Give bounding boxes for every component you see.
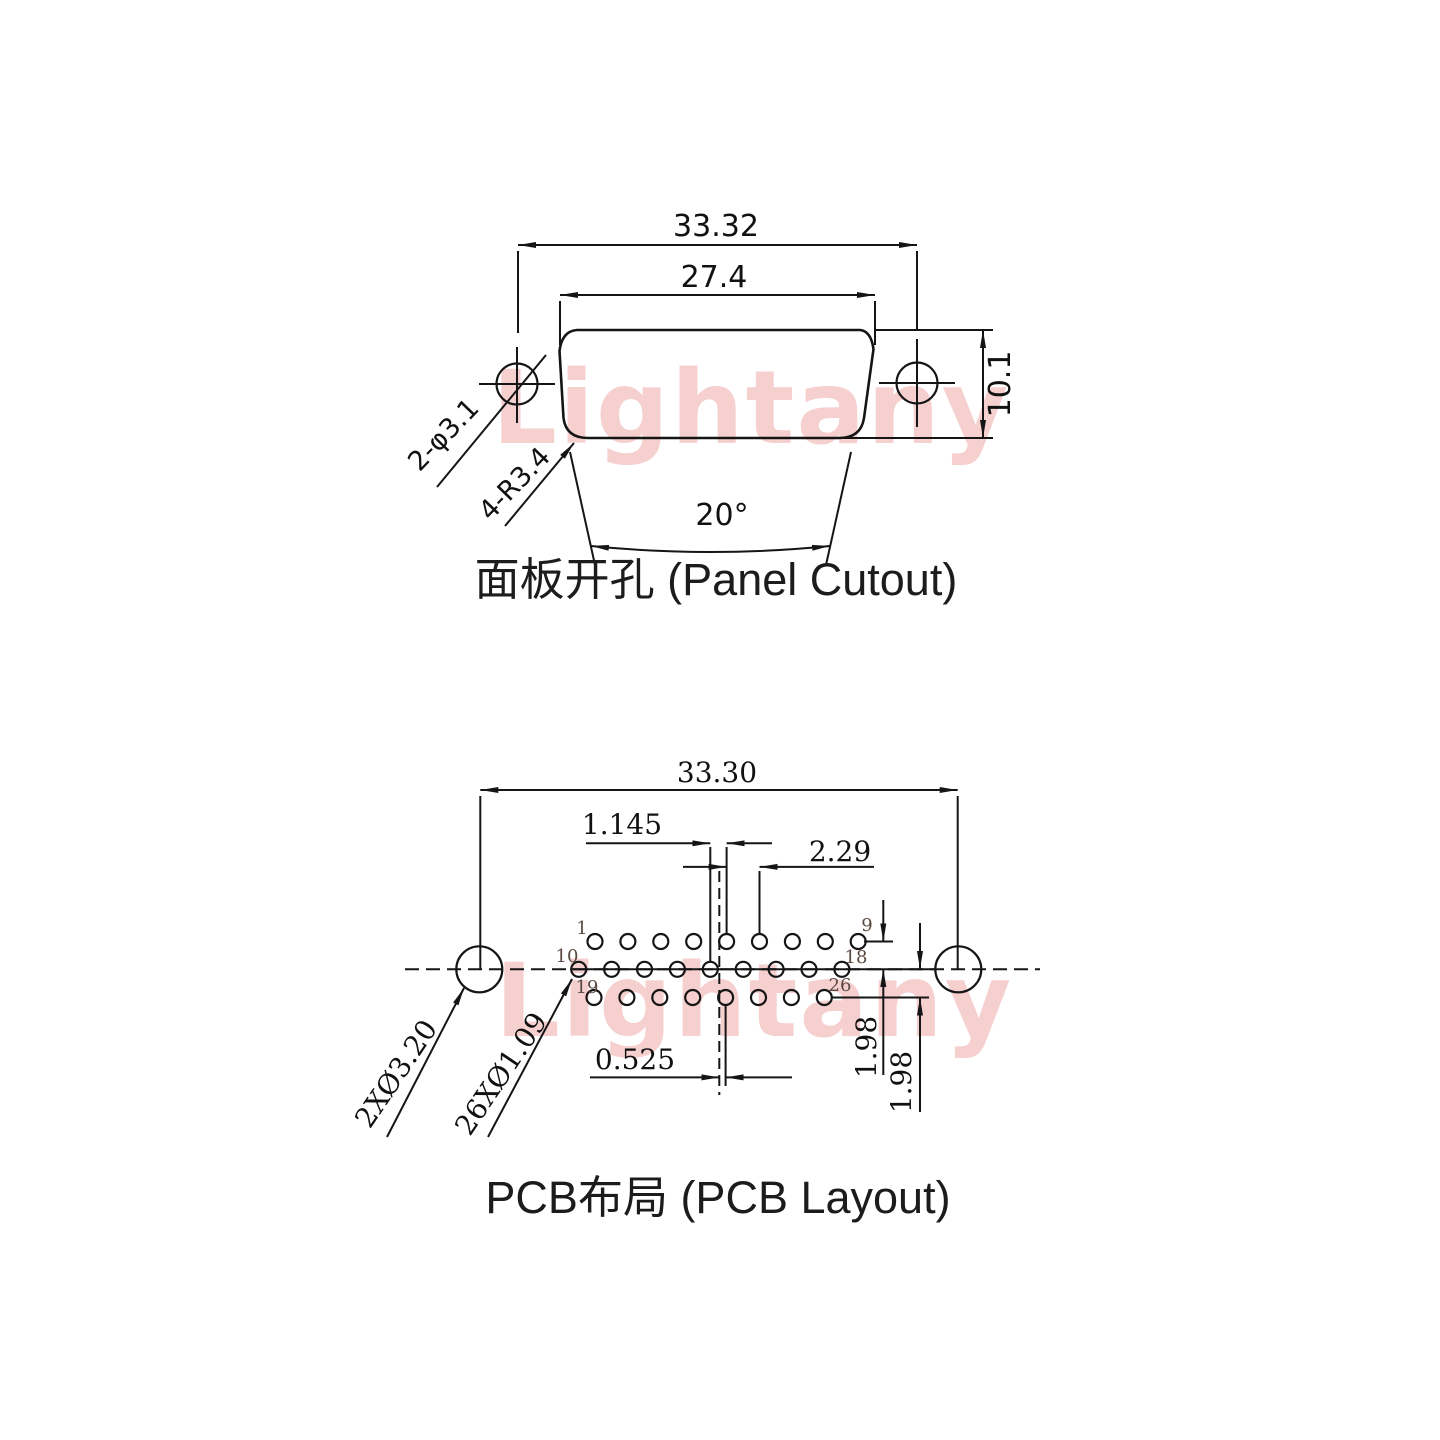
panel-label-mount-holes-text: 2-φ3.1	[402, 393, 485, 478]
pcb-pin-row-middle	[570, 960, 851, 978]
pcb-dim-row-gap-bottom: 1.98	[832, 923, 929, 1113]
pin-label-26: 26	[829, 975, 852, 996]
pcb-dim-row-offset: 1.145	[582, 808, 772, 961]
pin-label-18: 18	[845, 947, 868, 968]
pcb-dim-outer-width-text: 33.30	[677, 756, 757, 789]
pcb-pin-row-bottom	[585, 988, 833, 1007]
pcb-dim-row-offset-text: 1.145	[582, 808, 662, 841]
panel-dim-height-text: 10.1	[983, 351, 1018, 418]
panel-dim-inner-width: 27.4	[559, 260, 876, 345]
panel-mount-hole-right	[879, 339, 955, 427]
pcb-label-mount-holes-text: 2XØ3.20	[348, 1014, 444, 1134]
pcb-dim-row-gap-bottom-text: 1.98	[885, 1051, 918, 1113]
pcb-dim-center-offset-text: 0.525	[595, 1043, 675, 1076]
pin-label-19: 19	[576, 977, 599, 998]
pcb-dim-outer-width: 33.30	[479, 756, 959, 969]
pcb-dim-row-gap-top-text: 1.98	[850, 1016, 883, 1078]
pcb-label-mount-holes: 2XØ3.20	[348, 987, 465, 1138]
pcb-dim-pitch: 2.29	[683, 835, 874, 933]
pcb-dim-row-gap-top: 1.98	[850, 900, 893, 1078]
pin-label-1: 1	[576, 918, 587, 939]
panel-dim-height: 10.1	[839, 329, 1018, 439]
pcb-dim-pitch-text: 2.29	[809, 835, 871, 868]
panel-dim-inner-width-text: 27.4	[681, 260, 748, 295]
pcb-dim-center-offset: 0.525	[590, 1005, 792, 1086]
panel-dim-angle-text: 20°	[695, 498, 748, 533]
panel-cutout-title: 面板开孔 (Panel Cutout)	[475, 554, 958, 605]
pcb-layout-title: PCB布局 (PCB Layout)	[485, 1172, 950, 1223]
watermark-top: Lightany	[492, 349, 1010, 468]
pcb-pin-row-top	[586, 932, 867, 951]
panel-dim-outer-width: 33.32	[517, 209, 918, 333]
panel-mount-hole-left	[479, 347, 555, 423]
panel-dim-outer-width-text: 33.32	[673, 209, 759, 244]
pin-label-9: 9	[861, 915, 872, 936]
panel-dim-angle: 20°	[569, 451, 852, 566]
pin-label-10: 10	[556, 946, 579, 967]
